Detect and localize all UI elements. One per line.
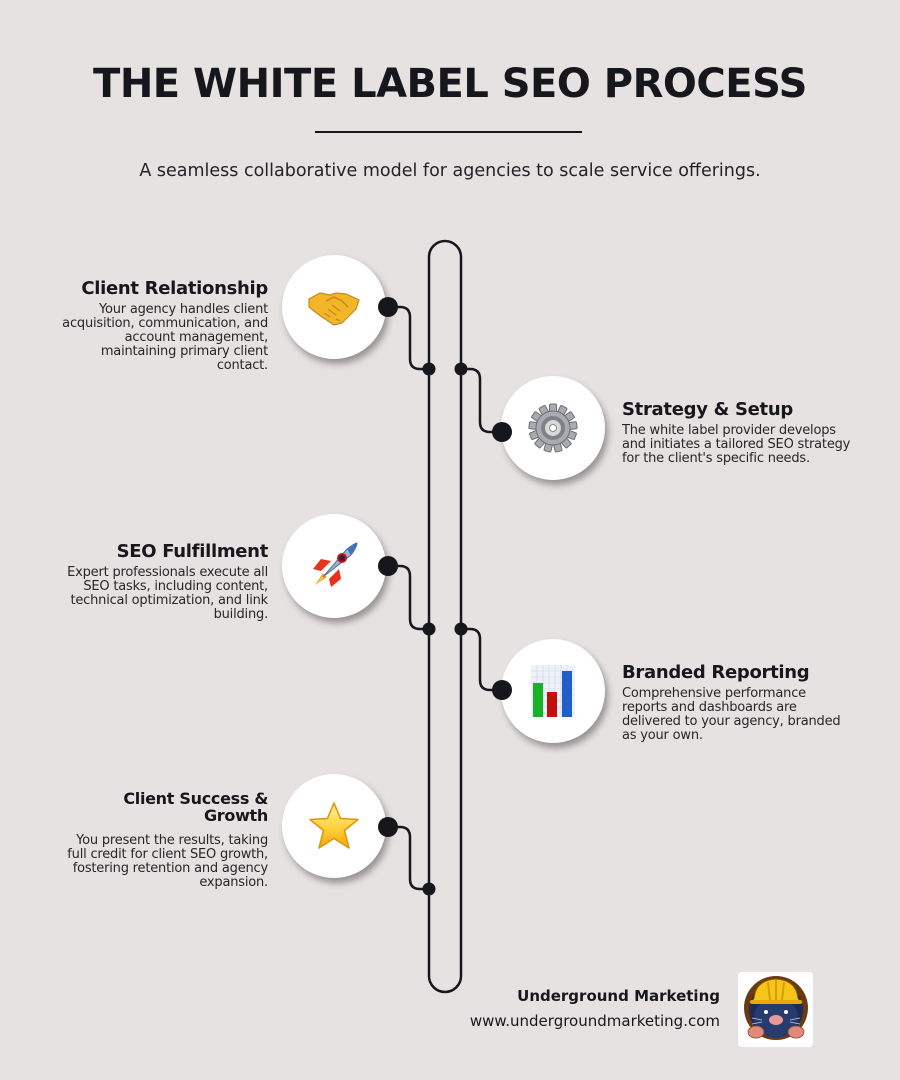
step-node-client-success-growth [282,774,386,878]
step-dot [492,422,512,442]
step-client-relationship: Client Relationship Your agency handles … [53,280,268,373]
footer-company-name: Underground Marketing [517,987,720,1005]
page-title: THE WHITE LABEL SEO PROCESS [93,61,807,107]
step-dot [378,297,398,317]
step-dot [378,817,398,837]
step-title: Client Relationship [81,278,268,299]
company-logo [738,972,813,1047]
step-node-strategy-setup [501,376,605,480]
step-dot [378,556,398,576]
rocket-icon [307,539,361,593]
step-node-client-relationship [282,255,386,359]
step-title: Branded Reporting [622,662,810,683]
star-icon [307,801,361,851]
step-client-success-growth: Client Success & Growth You present the … [53,790,268,890]
gear-icon [528,403,578,453]
mole-mascot-icon [742,974,810,1046]
bar-chart-icon [531,665,575,717]
step-seo-fulfillment: SEO Fulfillment Expert professionals exe… [53,543,268,622]
step-title: SEO Fulfillment [116,541,269,562]
step-strategy-setup: Strategy & Setup The white label provide… [622,401,852,466]
step-description: Your agency handles client acquisition, … [62,302,268,373]
step-title: Client Success & Growth [123,789,268,825]
step-title: Strategy & Setup [622,399,793,420]
step-description: Comprehensive performance reports and da… [622,686,841,743]
step-description: You present the results, taking full cre… [67,833,268,890]
step-node-seo-fulfillment [282,514,386,618]
title-divider [315,131,582,133]
page-subtitle: A seamless collaborative model for agenc… [139,161,761,181]
step-branded-reporting: Branded Reporting Comprehensive performa… [622,664,852,743]
handshake-icon [306,285,362,329]
step-description: The white label provider develops and in… [622,423,851,466]
step-node-branded-reporting [501,639,605,743]
step-dot [492,680,512,700]
step-description: Expert professionals execute all SEO tas… [67,565,268,622]
footer-website-link[interactable]: www.undergroundmarketing.com [469,1012,720,1030]
